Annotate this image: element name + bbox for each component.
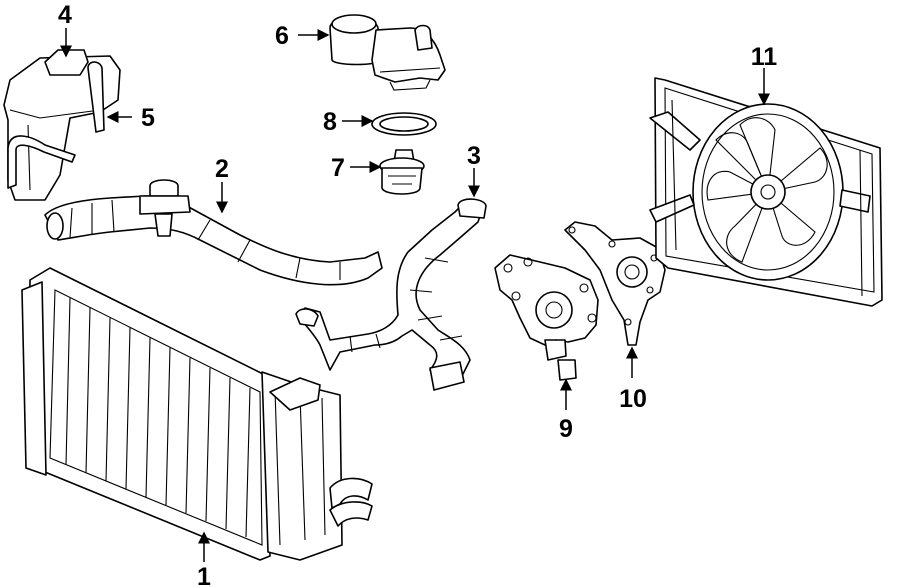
callout-1: 1 [197, 563, 211, 587]
thermostat-gasket [371, 112, 437, 136]
callout-6: 6 [275, 22, 289, 50]
callout-8: 8 [323, 108, 337, 136]
water-pump-housing [564, 221, 666, 346]
thermostat-housing [329, 14, 446, 91]
callout-3: 3 [467, 142, 481, 170]
cooling-fan-assembly [649, 77, 883, 307]
lower-radiator-hose [295, 198, 487, 391]
callout-4: 4 [58, 1, 72, 29]
callout-7: 7 [331, 154, 345, 182]
callout-11: 11 [751, 43, 778, 71]
thermostat [379, 149, 425, 195]
callout-5: 5 [141, 104, 155, 132]
callout-leaders [60, 28, 770, 562]
radiator [21, 267, 373, 561]
callout-10: 10 [619, 385, 647, 413]
callout-2: 2 [215, 155, 229, 183]
callout-labels: 1 2 3 4 5 6 7 8 9 10 11 [58, 1, 777, 587]
coolant-reservoir [3, 49, 121, 201]
upper-radiator-hose [44, 179, 383, 286]
water-pump [494, 254, 599, 381]
callout-9: 9 [559, 415, 573, 443]
